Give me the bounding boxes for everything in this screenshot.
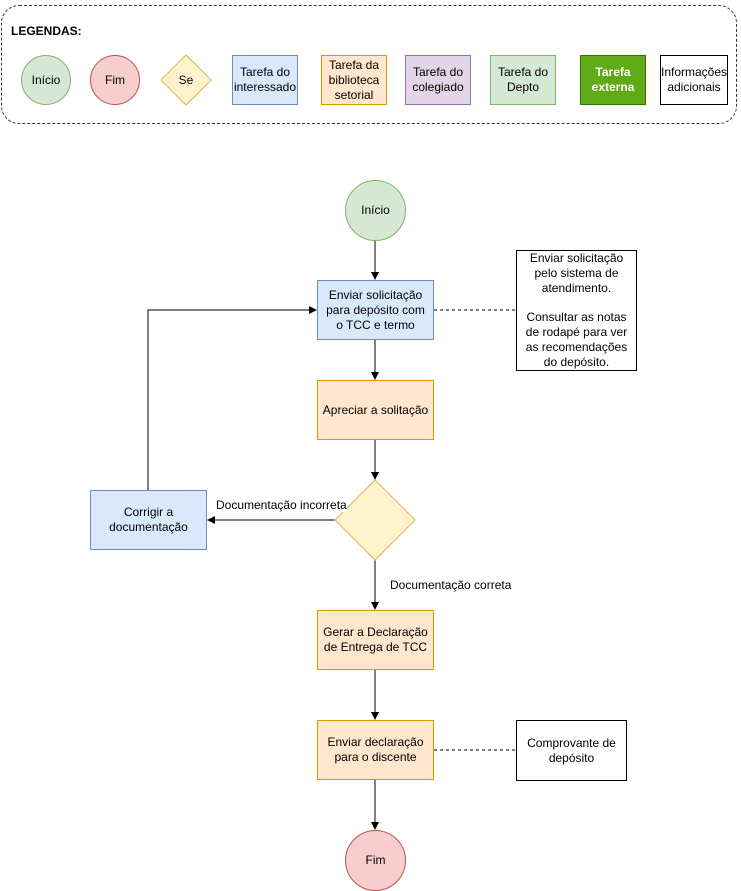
legend-biblioteca-label: Tarefa da biblioteca setorial	[328, 57, 380, 102]
end-node-label: Fim	[365, 853, 386, 867]
generate-declaration-task: Gerar a Declaração de Entrega de TCC	[317, 610, 434, 670]
legend-start-label: Início	[31, 72, 61, 87]
request-note-line2: Consultar as notas de rodapé para ver as…	[525, 310, 628, 369]
decision-diamond	[334, 479, 416, 561]
legend-start-shape: Início	[21, 55, 71, 105]
legend-decision-text-wrap: Se	[161, 55, 211, 105]
receipt-note-label: Comprovante de depósito	[527, 735, 616, 765]
send-declaration-label: Enviar declaração para o discente	[327, 735, 424, 764]
legend-biblioteca-box: Tarefa da biblioteca setorial	[321, 55, 387, 105]
legend-colegiado-label: Tarefa do colegiado	[412, 65, 464, 94]
legend-end-shape: Fim	[90, 55, 140, 105]
end-node: Fim	[345, 830, 406, 891]
legend-externa-label: Tarefa externa	[591, 65, 635, 94]
legend-frame	[1, 5, 737, 124]
label-correct: Documentação correta	[390, 578, 512, 592]
legend-title: LEGENDAS:	[11, 24, 82, 38]
legend-interessado-label: Tarefa do interessado	[233, 65, 297, 94]
send-request-label: Enviar solicitação para depósito com o T…	[326, 287, 425, 332]
legend-colegiado-box: Tarefa do colegiado	[405, 55, 471, 105]
edge-correct-to-request	[147, 306, 317, 490]
send-declaration-task: Enviar declaração para o discente	[317, 720, 434, 780]
legend-interessado-box: Tarefa do interessado	[232, 55, 298, 105]
request-note-box: Enviar solicitação pelo sistema de atend…	[516, 250, 637, 371]
legend-end-label: Fim	[105, 72, 125, 87]
legend-info-label: Informações adicionais	[660, 65, 728, 94]
appraise-task: Apreciar a solitação	[317, 380, 434, 440]
correct-docs-task: Corrigir a documentação	[90, 490, 207, 550]
generate-declaration-label: Gerar a Declaração de Entrega de TCC	[323, 625, 428, 654]
legend-depto-box: Tarefa do Depto	[490, 55, 556, 105]
legend-externa-box: Tarefa externa	[580, 55, 646, 105]
start-node-label: Início	[361, 203, 390, 217]
appraise-label: Apreciar a solitação	[322, 402, 429, 417]
request-note-line1: Enviar solicitação pelo sistema de atend…	[529, 251, 624, 295]
send-request-task: Enviar solicitação para depósito com o T…	[317, 280, 434, 340]
legend-depto-label: Tarefa do Depto	[497, 65, 549, 94]
legend-decision-label: Se	[178, 72, 194, 87]
receipt-note-box: Comprovante de depósito	[516, 720, 627, 781]
legend-info-box: Informações adicionais	[660, 55, 728, 105]
label-incorrect: Documentação incorreta	[216, 498, 347, 512]
start-node: Início	[345, 180, 406, 241]
correct-docs-label: Corrigir a documentação	[109, 505, 188, 534]
